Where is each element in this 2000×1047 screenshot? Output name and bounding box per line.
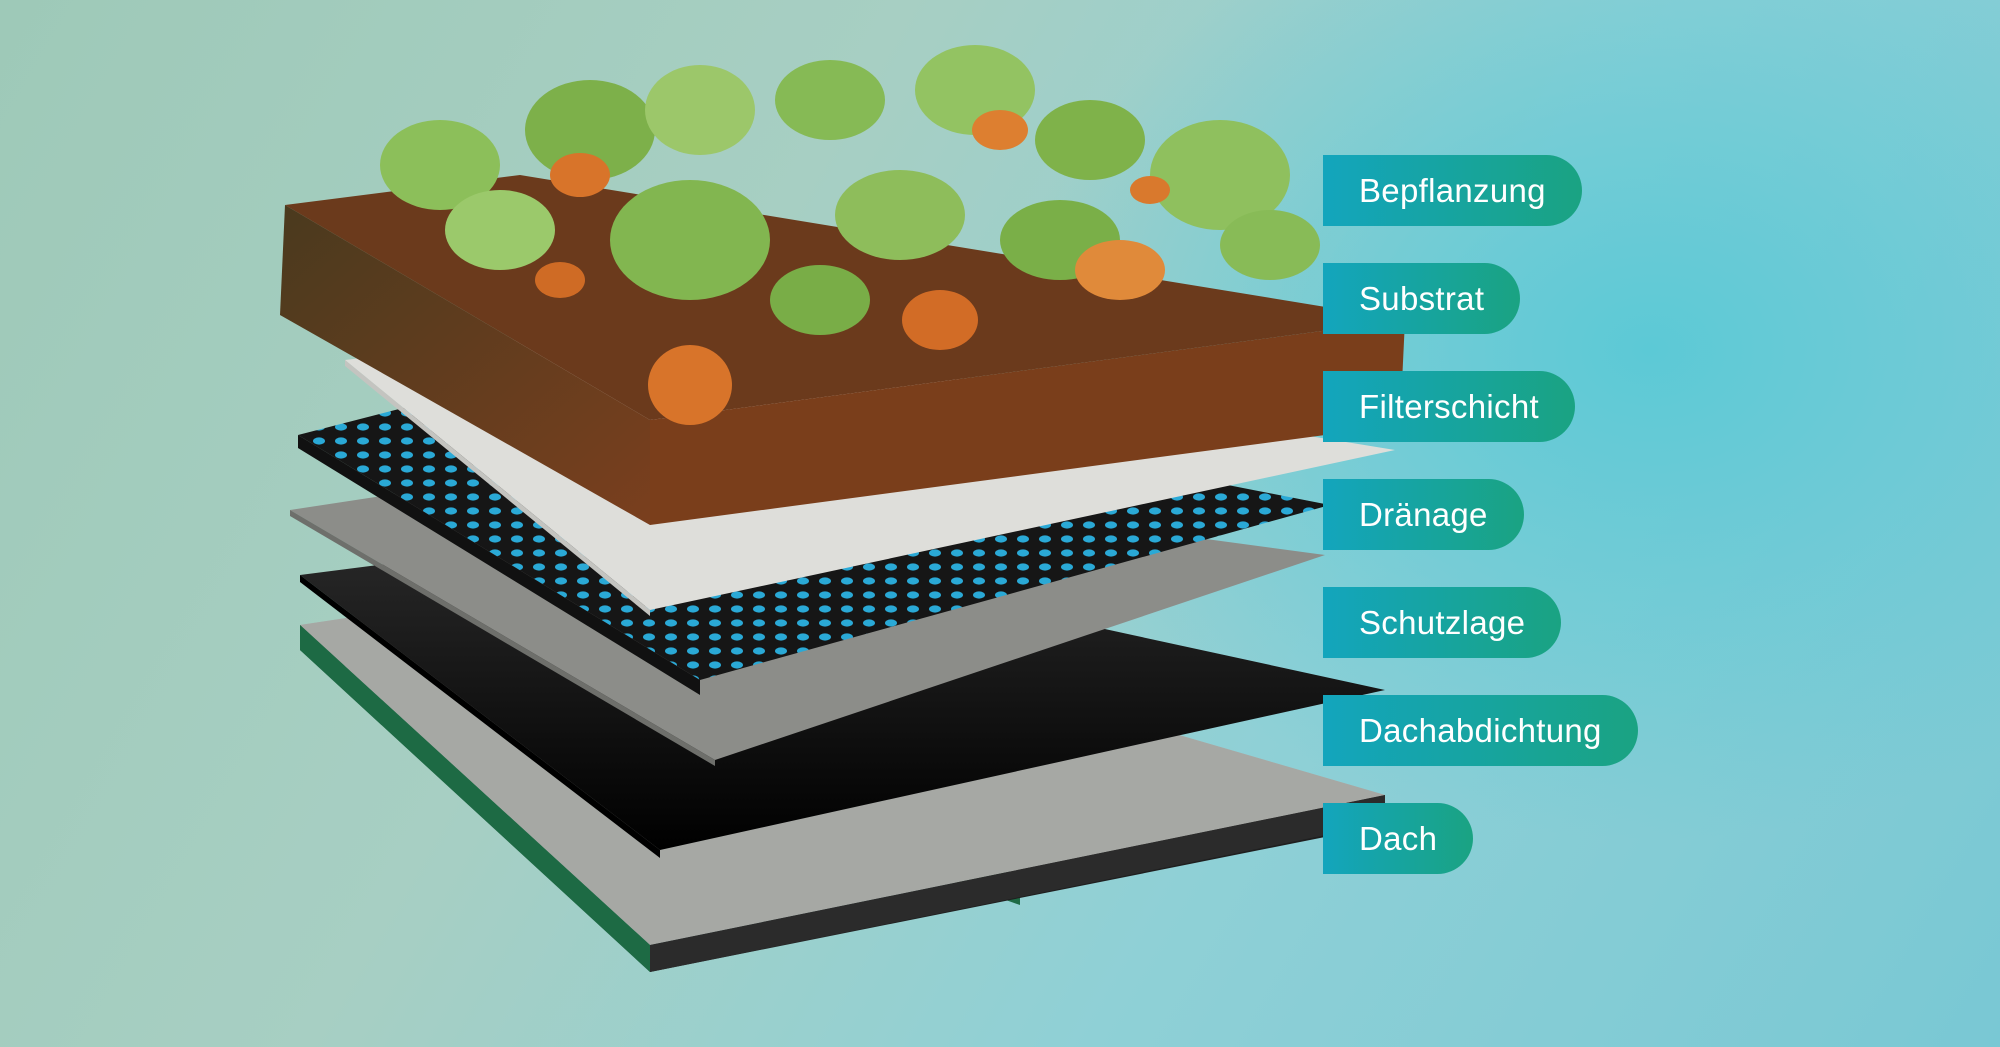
label-filterschicht: Filterschicht (1323, 371, 1575, 442)
label-bepflanzung: Bepflanzung (1323, 155, 1582, 226)
label-dach: Dach (1323, 803, 1474, 874)
label-dachabdichtung: Dachabdichtung (1323, 695, 1638, 766)
label-draenage: Dränage (1323, 479, 1524, 550)
label-substrat: Substrat (1323, 263, 1521, 334)
label-schutzlage: Schutzlage (1323, 587, 1562, 658)
vegetation (380, 45, 1320, 425)
